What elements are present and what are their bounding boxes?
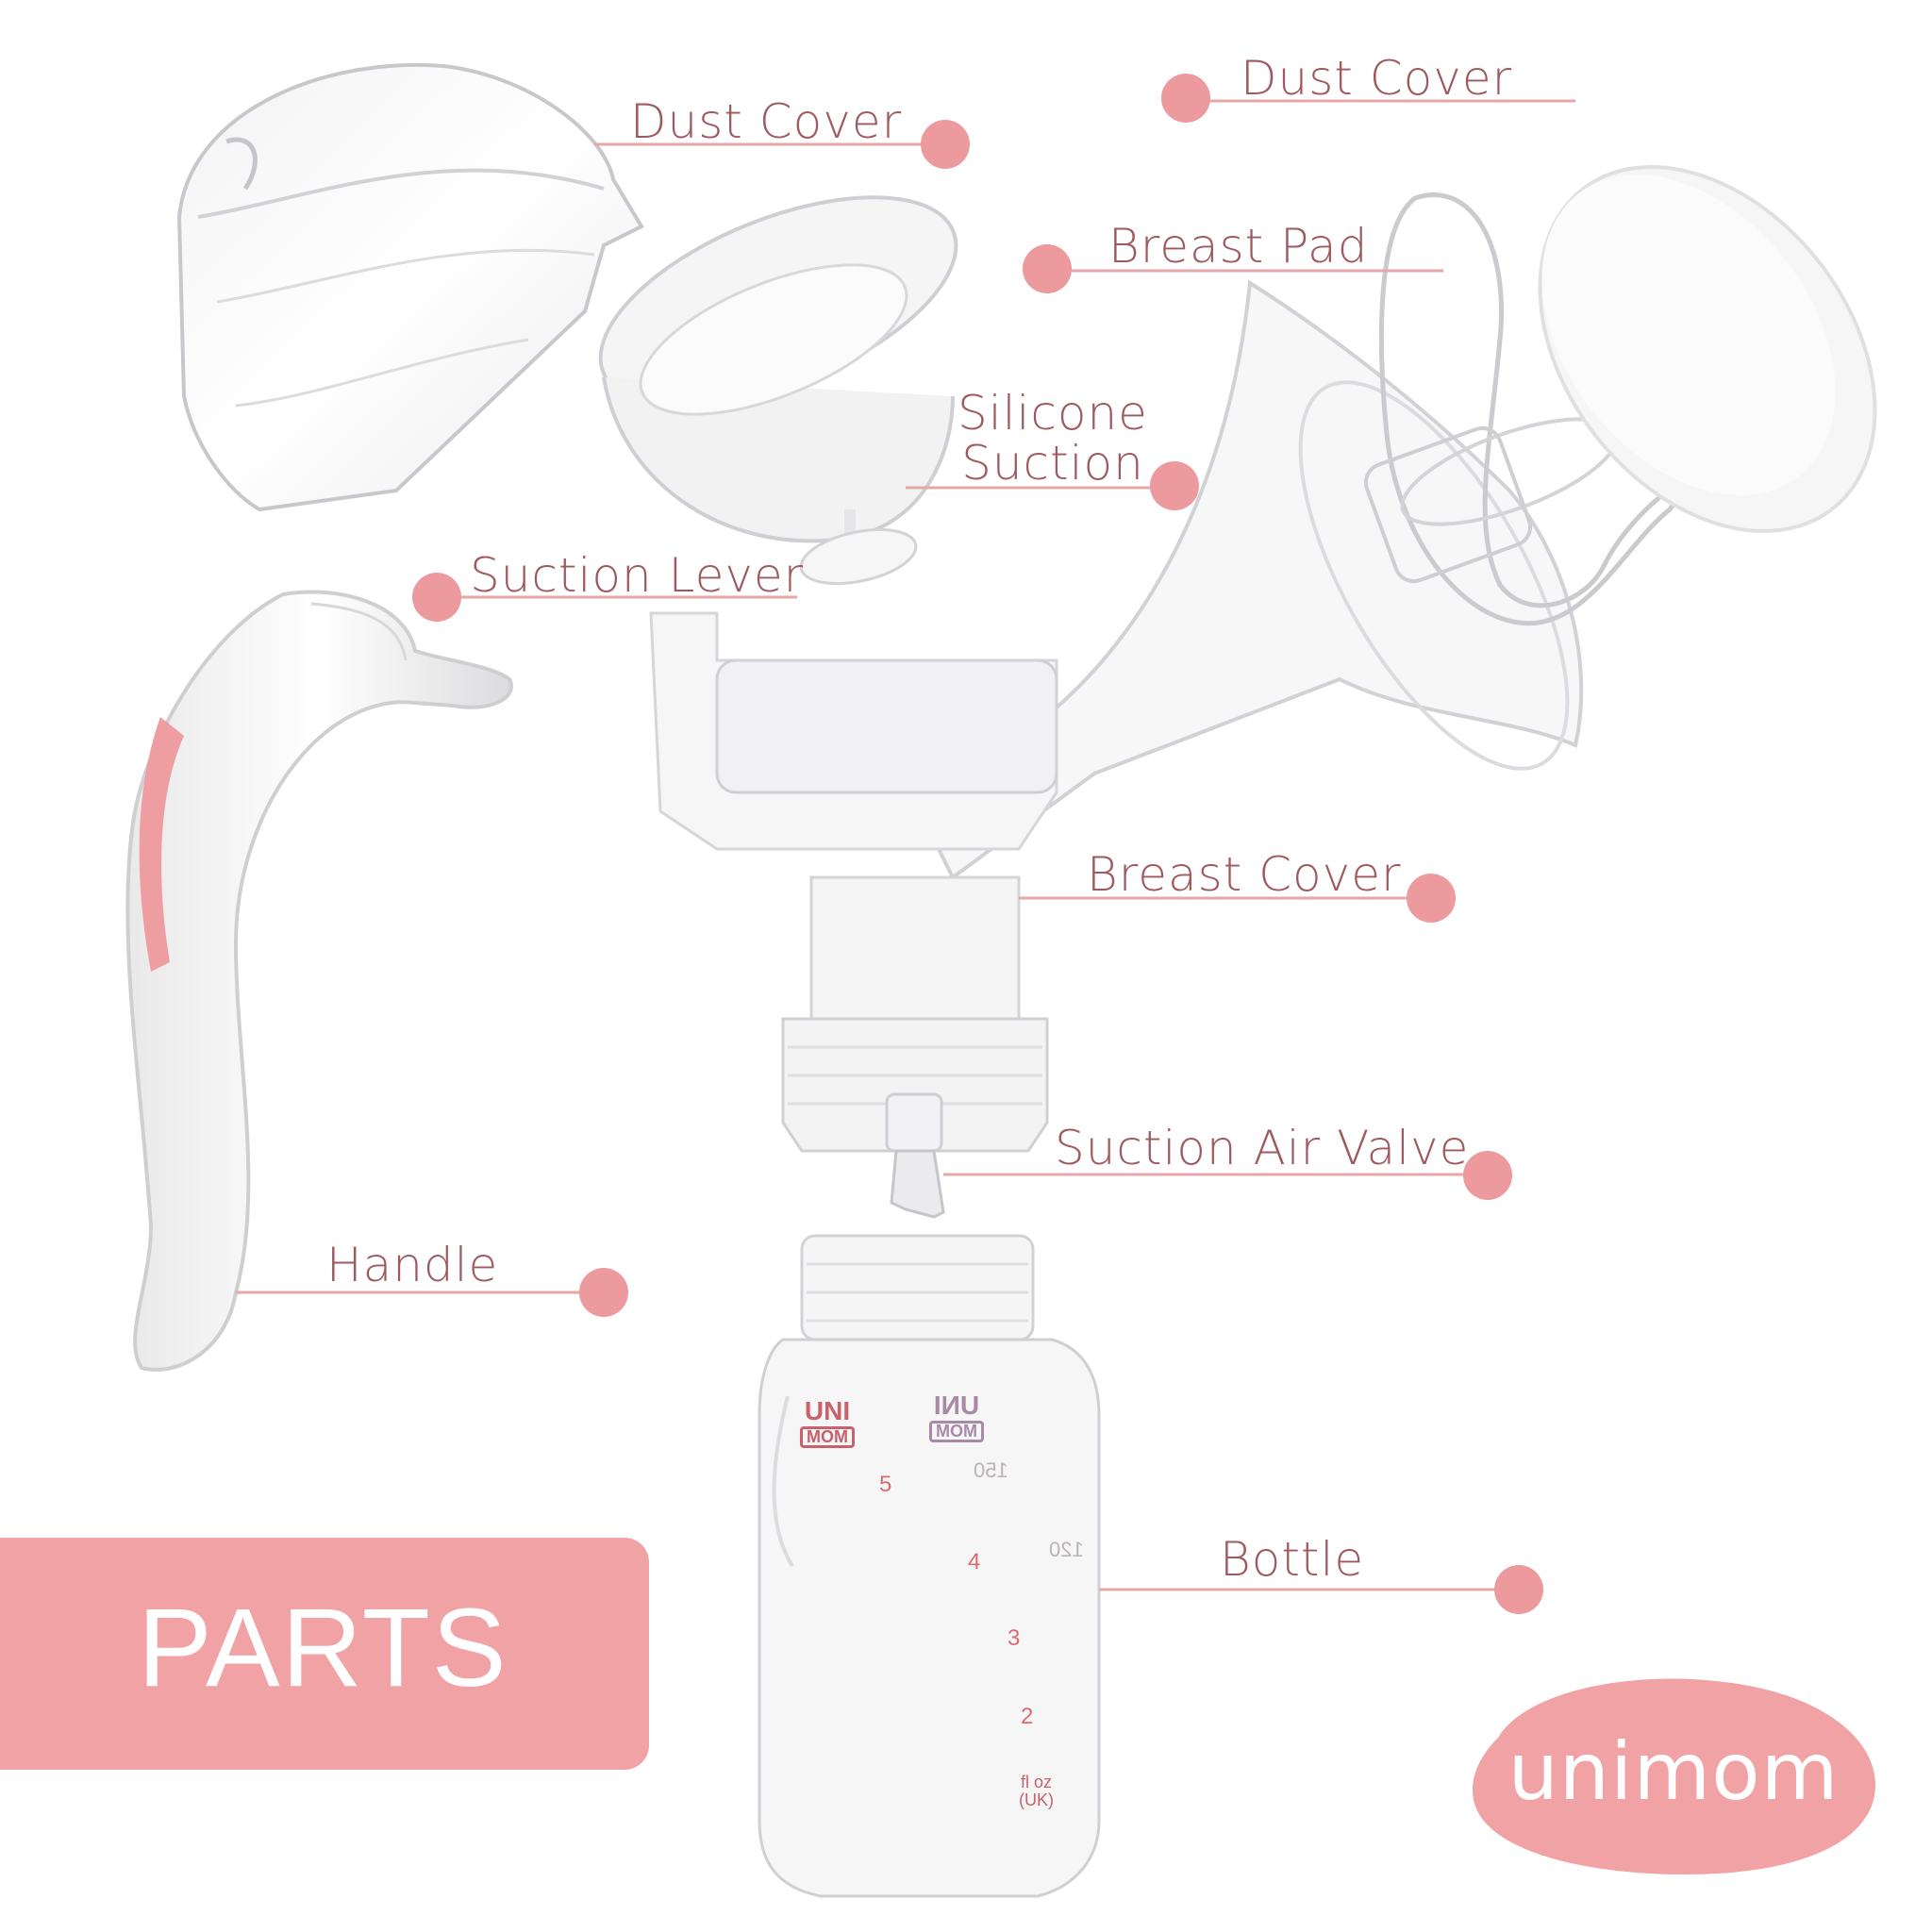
oz-mark-5: 5 <box>879 1472 892 1497</box>
silicone-suction-shape <box>598 195 958 586</box>
label-dust-cover-right: Dust Cover <box>1241 51 1513 106</box>
ml-mark-120: 120 <box>1049 1538 1084 1561</box>
bottle-brand-mark: UNI MOM <box>800 1396 855 1448</box>
bottle-unit-label: fl oz (UK) <box>1019 1774 1054 1809</box>
label-suction-lever: Suction Lever <box>470 548 805 603</box>
label-silicone-suction: Silicone Suction <box>958 389 1148 488</box>
oz-mark-2: 2 <box>1021 1704 1034 1729</box>
bottle-mark-top-back: UNI <box>933 1391 980 1420</box>
callout-dot <box>579 1268 628 1317</box>
oz-mark-4: 4 <box>968 1549 981 1574</box>
callout-dot <box>1023 244 1072 293</box>
label-dust-cover-left: Dust Cover <box>630 94 903 149</box>
brand-logo: unimom <box>1460 1662 1887 1881</box>
parts-banner: PARTS <box>0 1538 649 1770</box>
suction-air-valve-shape <box>885 1092 945 1219</box>
label-breast-cover: Breast Cover <box>1087 847 1402 902</box>
callout-dot <box>921 120 970 169</box>
label-bottle: Bottle <box>1220 1532 1365 1587</box>
label-silicone-line1: Silicone <box>958 386 1148 441</box>
oz-mark-3: 3 <box>1008 1625 1021 1651</box>
dust-cover-right-shape <box>1538 165 1877 533</box>
label-silicone-line2: Suction <box>961 435 1144 491</box>
label-suction-air-valve: Suction Air Valve <box>1055 1121 1470 1175</box>
brand-name: unimom <box>1507 1725 1840 1818</box>
bottle-brand-mark-back: UNI MOM <box>929 1391 984 1442</box>
bottle-mark-box-back: MOM <box>929 1420 984 1442</box>
bottle-unit-line2: (UK) <box>1019 1790 1054 1809</box>
label-breast-pad: Breast Pad <box>1108 219 1369 274</box>
dust-cover-left-shape <box>176 63 644 512</box>
parts-heading: PARTS <box>138 1586 508 1710</box>
logo-blob <box>1472 1678 1875 1874</box>
label-handle: Handle <box>326 1238 499 1292</box>
callout-dot <box>1161 74 1210 123</box>
callout-dot <box>412 573 461 622</box>
bottle-mark-box: MOM <box>800 1425 855 1448</box>
callout-dot <box>1463 1151 1512 1200</box>
ml-mark-150: 150 <box>974 1458 1008 1482</box>
handle-shape <box>125 590 513 1372</box>
breast-cover-shape <box>649 279 1584 1153</box>
bottle-shape <box>758 1234 1101 1898</box>
callout-dot <box>1407 874 1456 923</box>
bottle-unit-line1: fl oz <box>1020 1773 1052 1791</box>
callout-dot <box>1494 1565 1543 1614</box>
callout-dot <box>1150 461 1199 510</box>
bottle-mark-top: UNI <box>804 1396 851 1425</box>
